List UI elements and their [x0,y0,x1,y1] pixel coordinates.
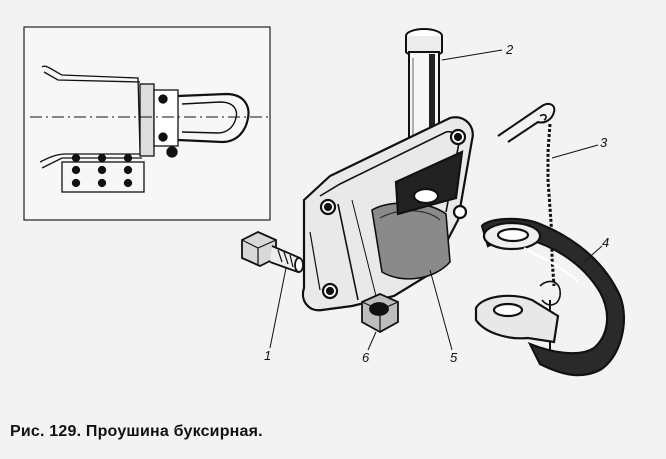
leader-1 [269,267,287,349]
inset-frame-rail-top [41,65,141,151]
callout-5: 5 [450,350,458,365]
leader-2 [441,49,503,61]
bracket-housing-part-5 [301,116,474,312]
leader-6 [367,331,377,351]
leader-lines [269,49,603,351]
leader-3 [551,144,599,159]
inset-view [23,26,271,221]
callout-6: 6 [362,350,370,365]
callout-2: 2 [505,42,514,57]
inset-frame-rail-bottom [39,153,140,163]
leader-4 [583,245,603,263]
figure-caption: Рис. 129. Проушина буксирная. [10,423,263,440]
callout-3: 3 [600,135,608,150]
bolt-part-1 [241,231,304,274]
callout-1: 1 [264,348,271,363]
leader-5 [429,269,453,351]
callout-4: 4 [602,235,609,250]
nut-part-6 [361,293,399,334]
inset-shackle [177,92,250,144]
